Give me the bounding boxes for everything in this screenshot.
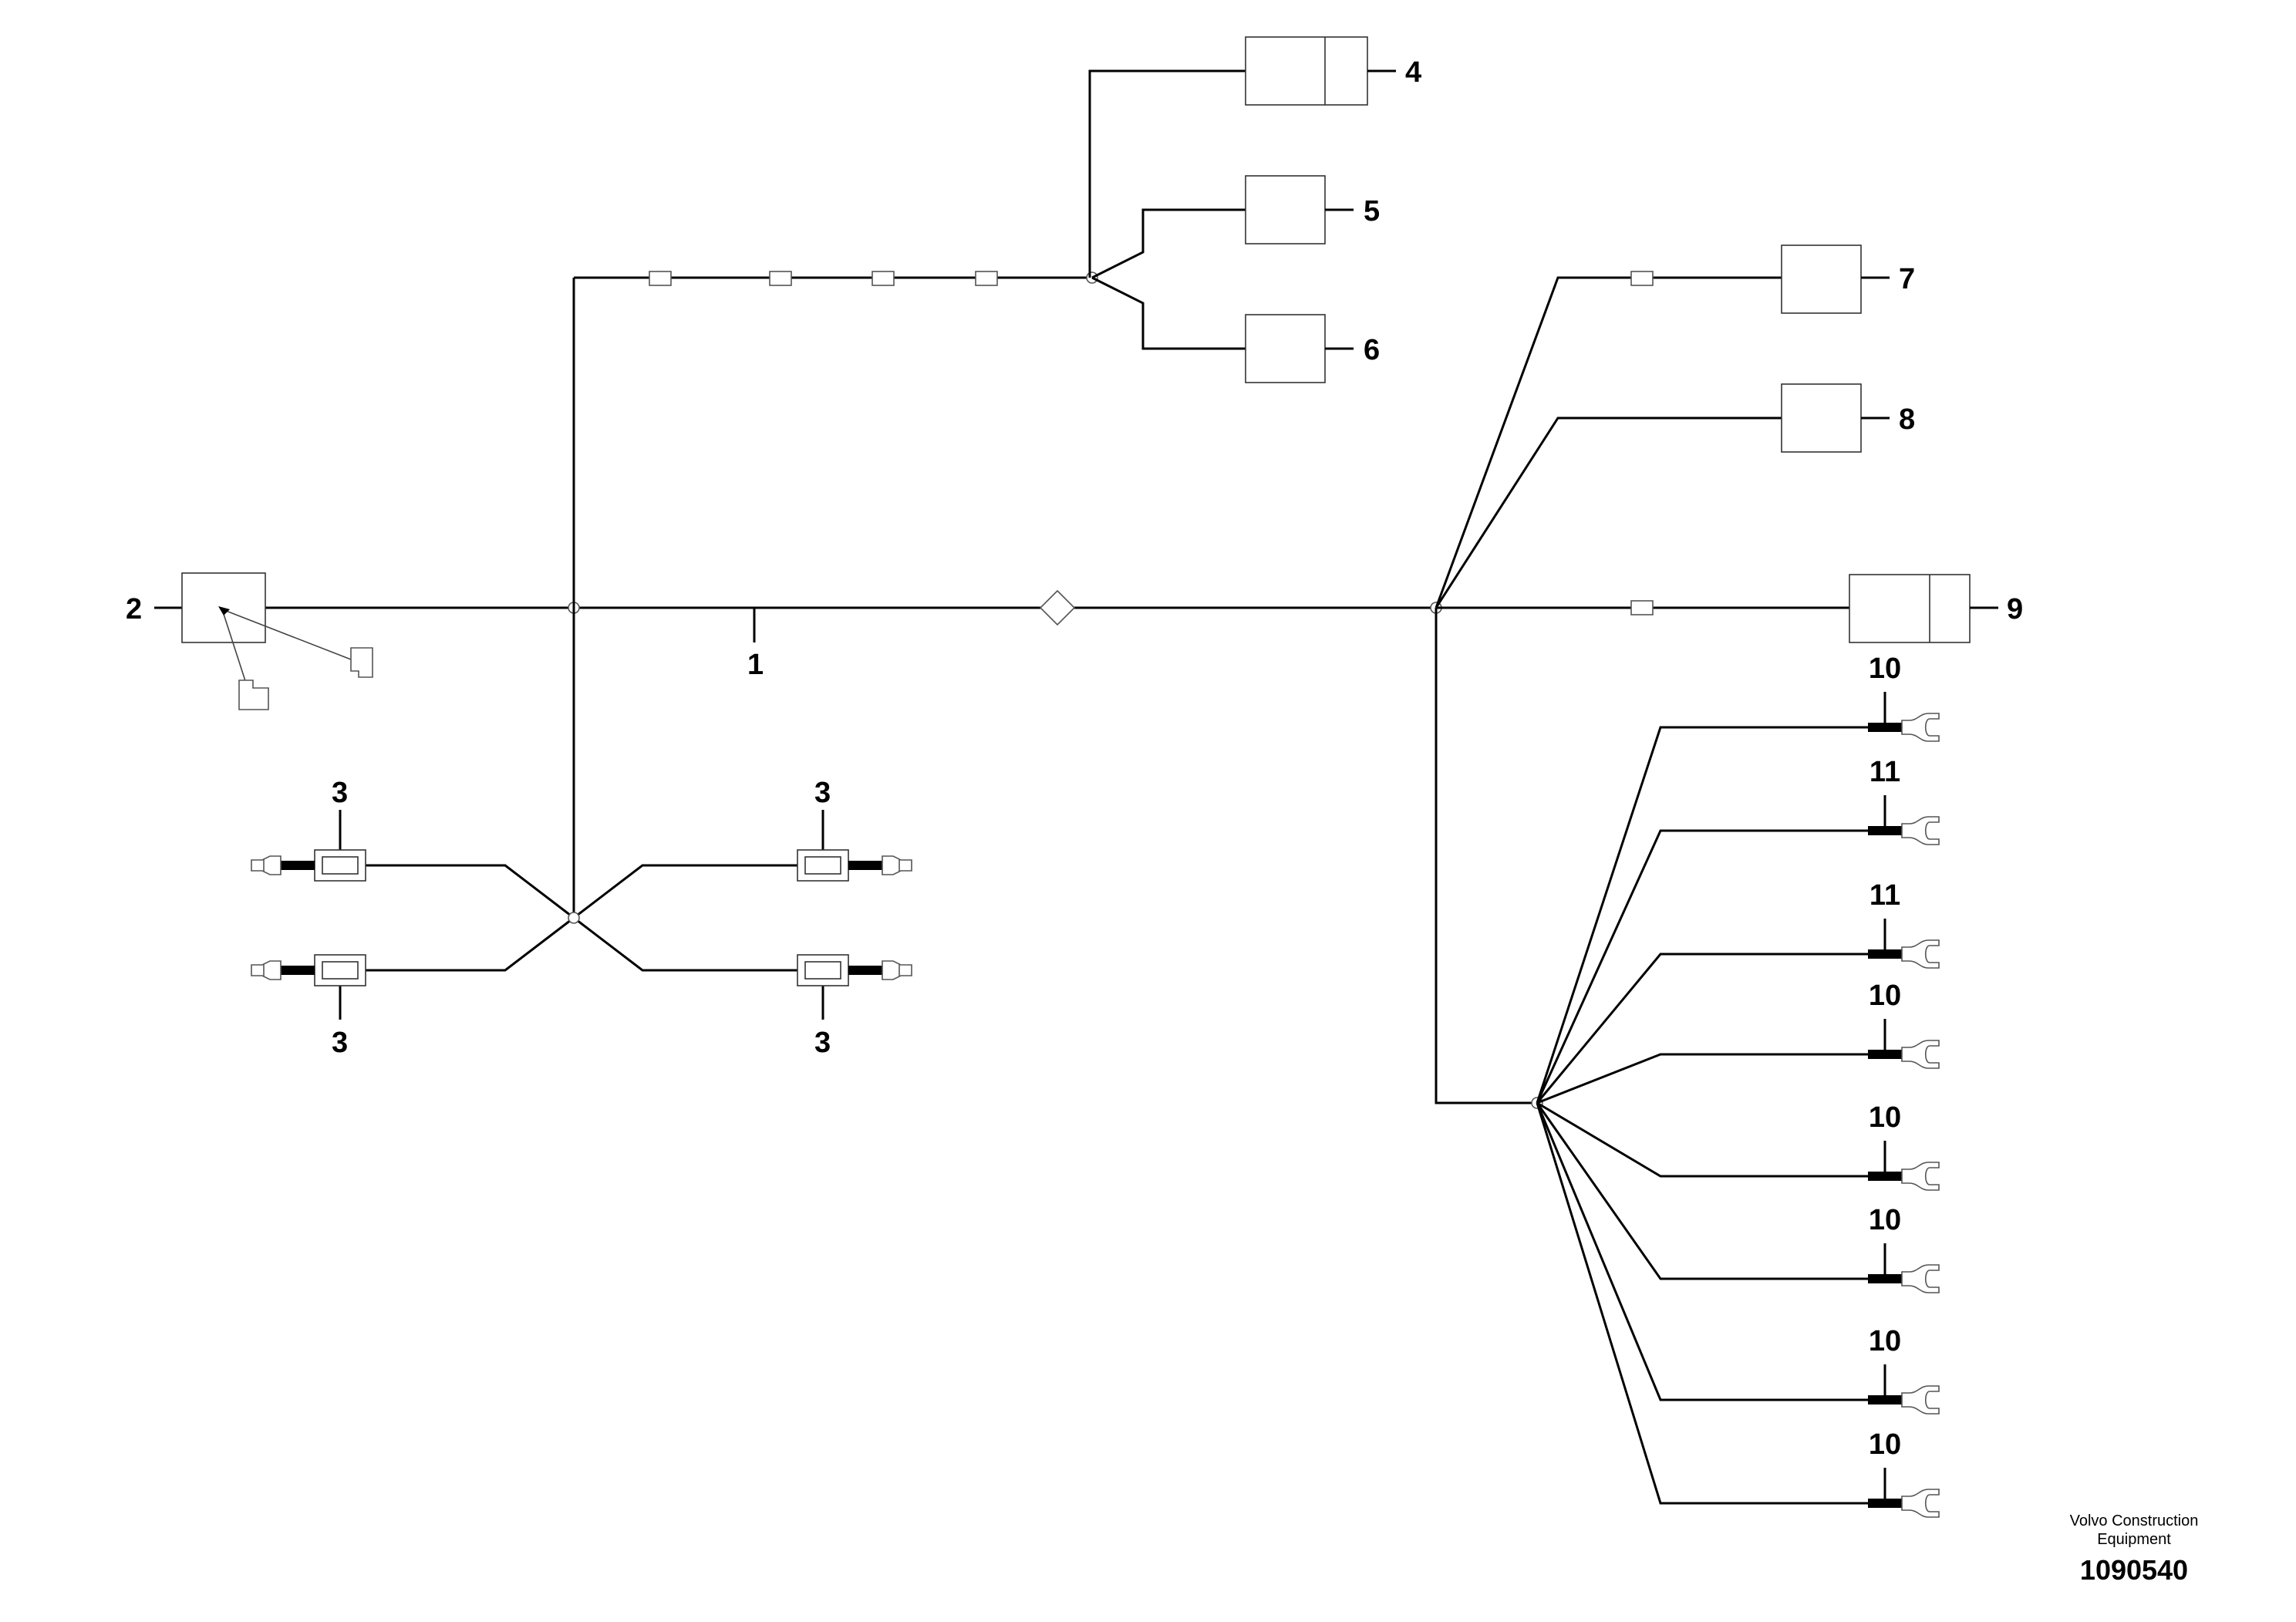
label-item-3-top-left: 3 <box>332 777 348 809</box>
credit-company: Volvo Construction Equipment <box>2069 1512 2199 1548</box>
terminal-fan-branch: 10 11 11 10 10 10 10 10 <box>1435 608 1940 1518</box>
ring-terminal: 11 <box>1536 756 1940 1104</box>
connector-6-body <box>1245 314 1326 383</box>
clip-3 <box>872 271 895 286</box>
lower-cross-branch <box>251 608 912 1020</box>
label-item-2: 2 <box>126 593 142 626</box>
right-upper-branches <box>1435 244 1998 643</box>
label-terminal: 10 <box>1869 1325 1901 1357</box>
label-item-3-bottom-right: 3 <box>814 1027 831 1059</box>
sensor-3-bottom-right <box>797 954 912 1020</box>
ring-terminal: 10 <box>1536 1102 1940 1415</box>
ring-terminal: 10 <box>1536 980 1940 1104</box>
label-terminal: 10 <box>1869 1101 1901 1134</box>
connector-9-body <box>1849 574 1971 643</box>
clip-4 <box>975 271 998 286</box>
label-terminal: 11 <box>1870 879 1900 912</box>
ring-terminal: 10 <box>1536 1102 1940 1293</box>
label-item-8: 8 <box>1899 403 1915 436</box>
pointer-arrowhead <box>218 606 230 615</box>
ring-terminal: 10 <box>1536 1101 1940 1191</box>
clip-5 <box>1630 271 1654 286</box>
main-harness-trunk <box>265 589 1442 642</box>
label-terminal: 10 <box>1869 1204 1901 1236</box>
seal-plug-1 <box>350 647 373 678</box>
label-item-1: 1 <box>747 649 764 681</box>
junction-node-cross <box>568 912 580 924</box>
clip-6 <box>1630 600 1654 615</box>
label-item-9: 9 <box>2007 593 2023 626</box>
item-labels: 1 2 3 3 3 3 4 5 6 7 8 9 <box>126 56 2023 1059</box>
seal-plug-2 <box>238 679 269 710</box>
label-terminal: 10 <box>1869 1428 1901 1461</box>
label-item-4: 4 <box>1405 56 1421 89</box>
connector-4-body <box>1245 36 1368 106</box>
ring-terminal: 10 <box>1536 1102 1940 1518</box>
label-item-6: 6 <box>1364 334 1380 366</box>
label-item-5: 5 <box>1364 195 1380 228</box>
clip-2 <box>769 271 792 286</box>
ring-terminals: 10 11 11 10 10 10 10 10 <box>1536 653 1940 1518</box>
label-terminal: 10 <box>1869 653 1901 685</box>
ring-terminal: 10 <box>1536 653 1940 1104</box>
drawing-number: 1090540 <box>2079 1554 2189 1586</box>
clip-1 <box>649 271 672 286</box>
ring-terminal: 11 <box>1536 879 1940 1104</box>
connector-7-body <box>1781 244 1862 314</box>
label-item-7: 7 <box>1899 263 1915 295</box>
seal-pointer-1 <box>221 609 352 660</box>
upper-branch <box>572 36 1396 608</box>
label-terminal: 10 <box>1869 980 1901 1012</box>
label-item-3-bottom-left: 3 <box>332 1027 348 1059</box>
connector-2 <box>154 572 373 710</box>
connector-2-body <box>181 572 266 643</box>
sensor-3-bottom-left <box>251 954 366 1020</box>
sensor-3-top-left <box>251 810 366 882</box>
label-terminal: 11 <box>1870 756 1900 788</box>
label-item-3-top-right: 3 <box>814 777 831 809</box>
connector-8-body <box>1781 383 1862 453</box>
seal-pointer-2 <box>221 609 249 691</box>
sensor-3-top-right <box>797 810 912 882</box>
trunk-junction-diamond <box>1039 589 1076 626</box>
connector-5-body <box>1245 175 1326 244</box>
